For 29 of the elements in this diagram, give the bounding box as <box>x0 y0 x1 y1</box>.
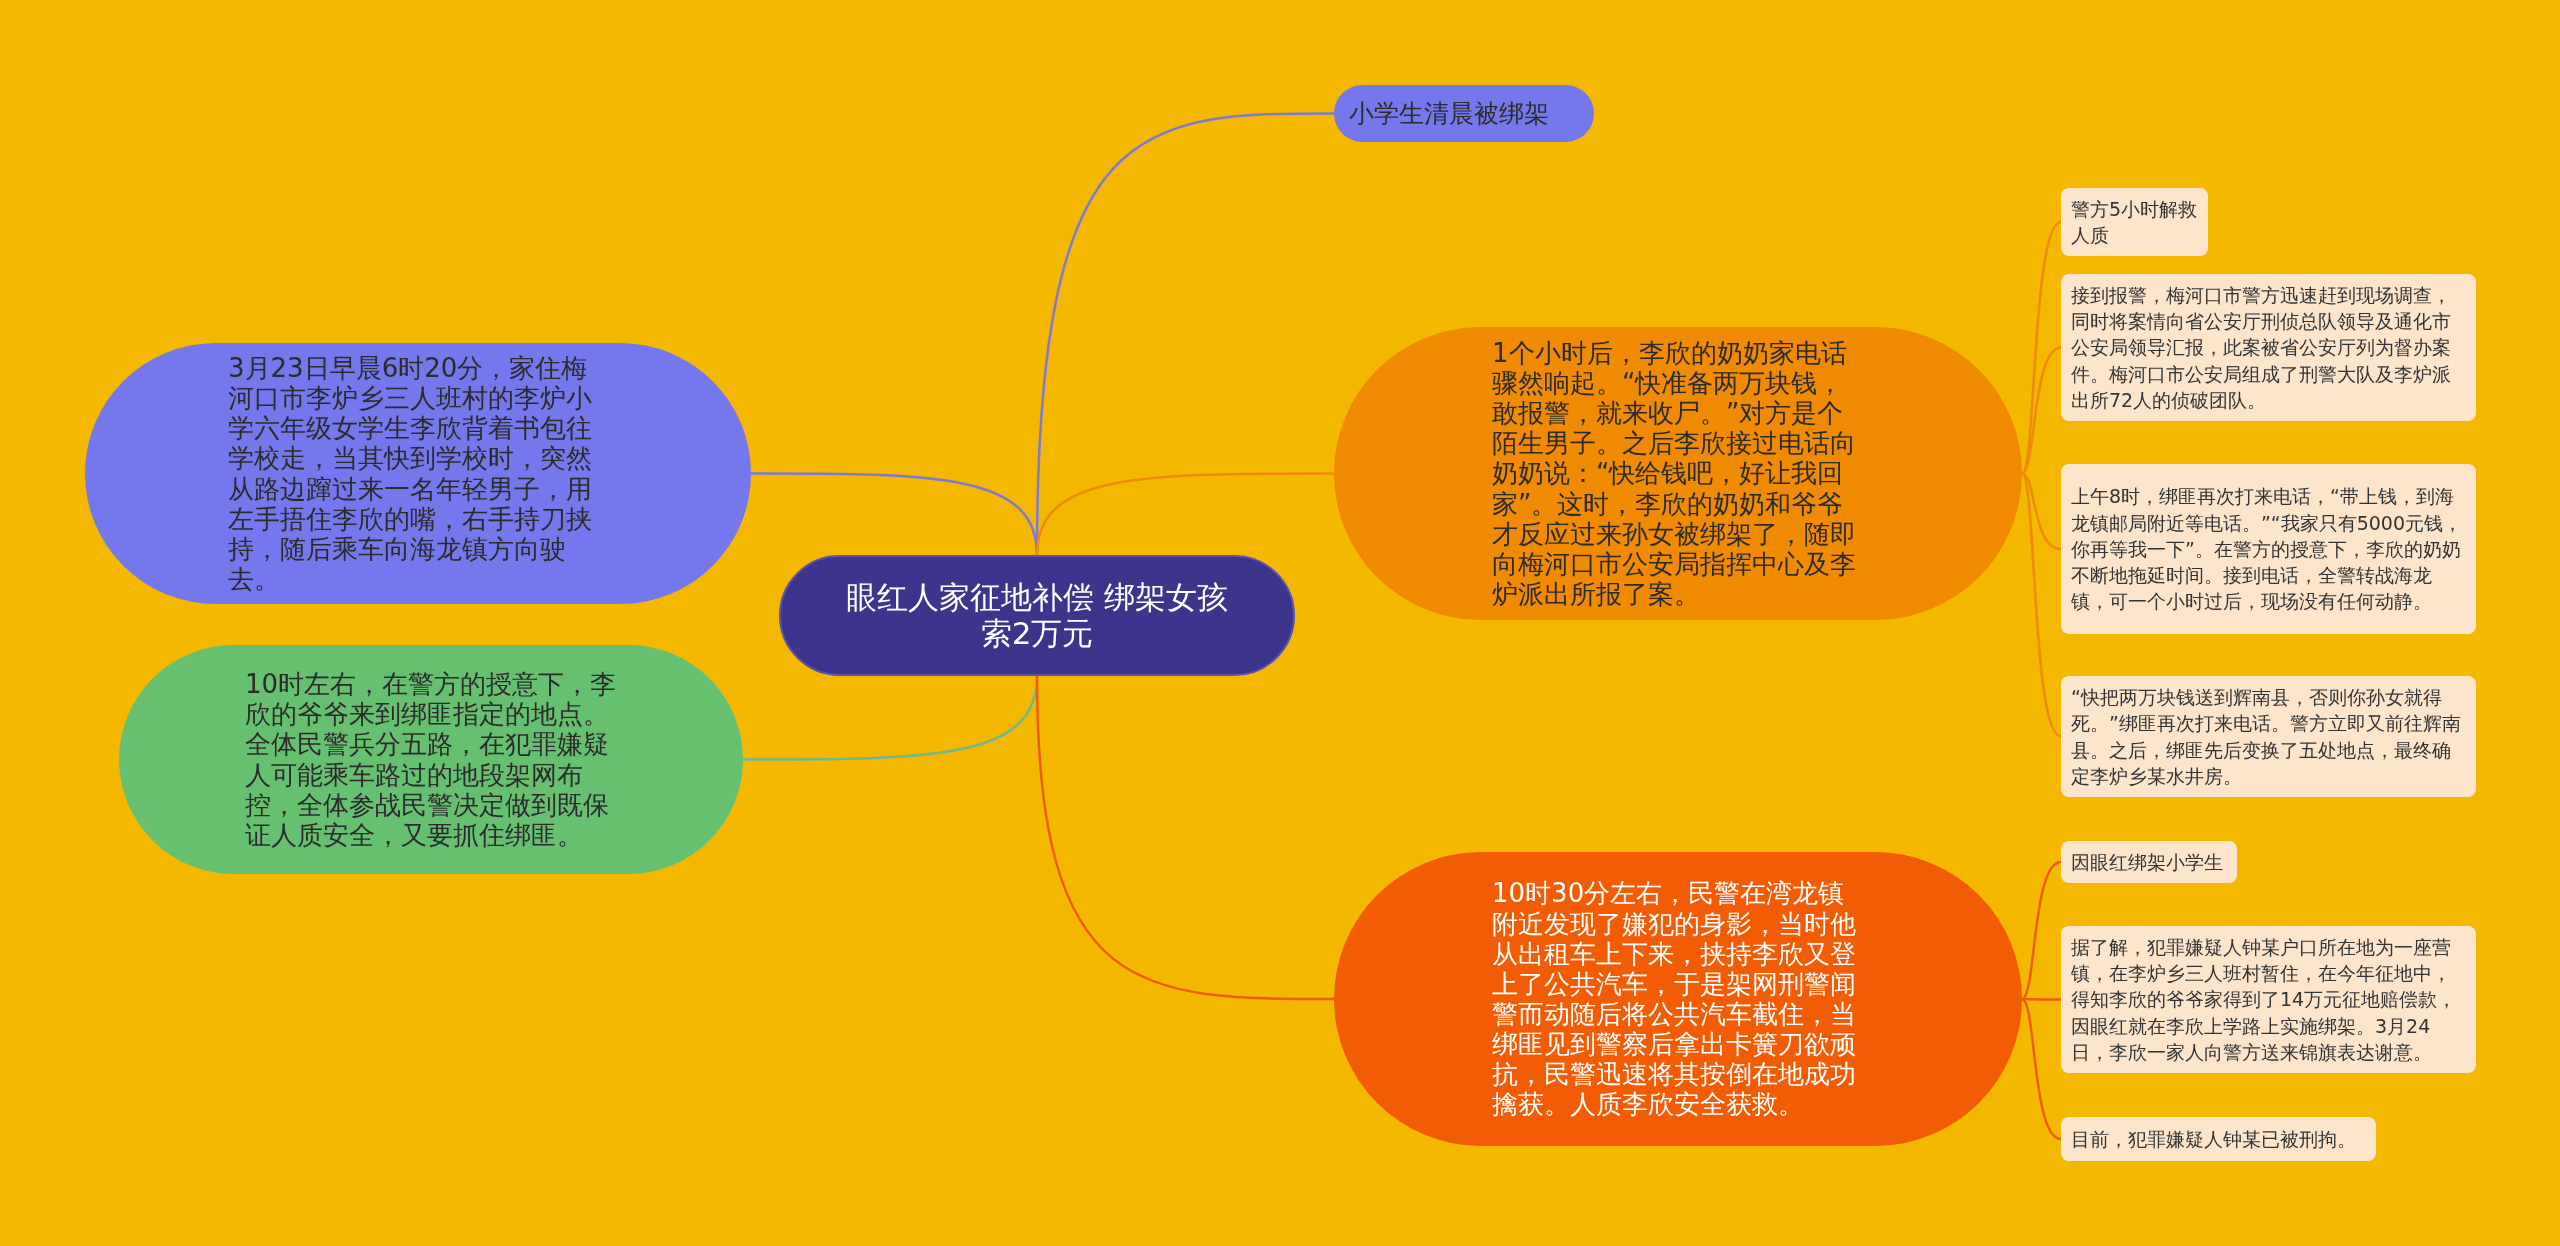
connector-line <box>2020 472 2062 738</box>
detail-node <box>2061 676 2476 797</box>
connector-line <box>1035 472 1334 556</box>
connector-line <box>2021 346 2062 475</box>
connector-line <box>2021 998 2062 1141</box>
detail-node <box>2061 188 2208 257</box>
node-text: 因眼红绑架小学生 <box>2071 850 2223 875</box>
node-text: 目前，犯罪嫌疑人钟某已被刑拘。 <box>2071 1126 2356 1152</box>
node-text: “快把两万块钱送到辉南县，否则你孙女就得死。”绑匪再次打来电话。警方立即又前往辉南县。之后，绑匪先后变换了五处地点，最终确定李炉乡某水井房。 <box>2071 685 2462 789</box>
detail-node <box>2061 274 2476 422</box>
connector-line <box>1035 675 1334 1001</box>
node-text: 眼红人家征地补偿 绑架女孩索2万元 <box>845 579 1229 652</box>
branch-node <box>1334 85 1594 142</box>
node-text: 3月23日早晨6时20分，家住梅河口市李炉乡三人班村的李炉小学六年级女学生李欣背着书包往学校走，当其快到学校时，突然从路边蹿过来一名年轻男子，用左手捂住李欣的嘴，右手持刀挟持，随后乘车向海龙镇方向驶去。 <box>228 352 593 595</box>
detail-node <box>2061 926 2476 1074</box>
node-text: 上午8时，绑匪再次打来电话，“带上钱，到海龙镇邮局附近等电话。”“我家只有5000元钱，你再等我一下”。在警方的授意下，李欣的奶奶不断地拖延时间。接到电话，全警转战海龙镇，可一个小时过后，现场没有任何动静。 <box>2071 484 2464 615</box>
detail-node <box>2061 841 2237 884</box>
node-text: 10时左右，在警方的授意下，李欣的爷爷来到绑匪指定的地点。全体民警兵分五路，在犯罪嫌疑人可能乘车路过的地段架网布控，全体参战民警决定做到既保证人质安全，又要抓住绑匪。 <box>245 669 617 850</box>
node-text: 警方5小时解救人质 <box>2071 197 2198 249</box>
detail-node <box>2061 1117 2376 1161</box>
connector-line <box>2021 472 2062 551</box>
node-text: 接到报警，梅河口市警方迅速赶到现场调查，同时将案情向省公安厅刑侦总队领导及通化市公安局领导汇报，此案被省公安厅列为督办案件。梅河口市公安局组成了刑警大队及李炉派出所72人的侦破团队。 <box>2071 283 2452 413</box>
detail-node <box>2061 464 2476 634</box>
node-text: 1个小时后，李欣的奶奶家电话骤然响起。“快准备两万块钱，敢报警，就来收尸。”对方是个陌生男子。之后李欣接过电话向奶奶说：“快给钱吧，好让我回家”。这时，李欣的奶奶和爷爷才反应过来孙女被绑架了，随即向梅河口市公安局指挥中心及李炉派出所报了案。 <box>1492 337 1857 610</box>
node-text: 10时30分左右，民警在湾龙镇附近发现了嫌犯的身影，当时他从出租车上下来，挟持李欣又登上了公共汽车，于是架网刑警闻警而动随后将公共汽车截住，当绑匪见到警察后拿出卡簧刀欲顽抗，民警迅速将其按倒在地成功擒获。人质李欣安全获救。 <box>1492 878 1857 1120</box>
connector-line <box>2022 997 2061 1001</box>
connector-line <box>2021 860 2062 1000</box>
node-text: 据了解，犯罪嫌疑人钟某户口所在地为一座营镇，在李炉乡三人班村暂住，在今年征地中，得知李欣的爷爷家得到了14万元征地赔偿款，因眼红就在李欣上学路上实施绑架。3月24日，李欣一家人向警方送来锦旗表达谢意。 <box>2071 935 2458 1065</box>
node-text: 小学生清晨被绑架 <box>1349 99 1550 128</box>
